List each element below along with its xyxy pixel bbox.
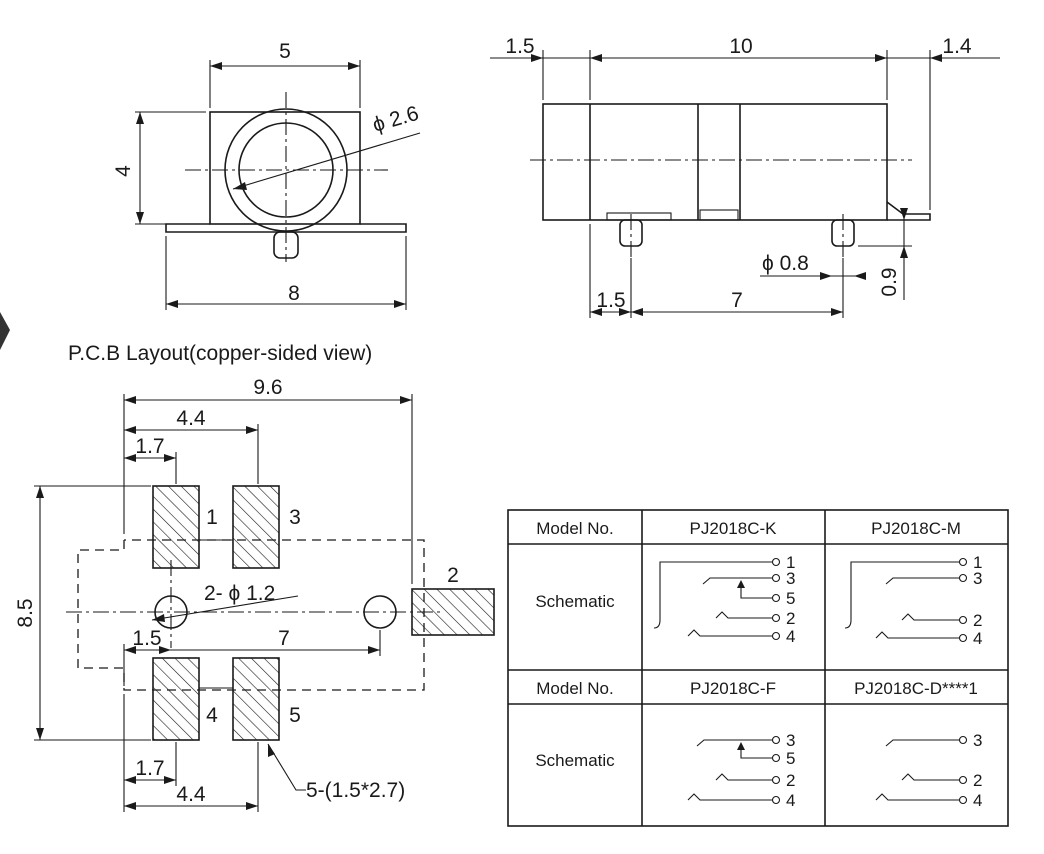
schematic-f: 3 5 2 4 xyxy=(687,731,795,810)
schematic-f-pin-2: 2 xyxy=(786,771,795,790)
table-model-f: PJ2018C-F xyxy=(690,679,776,698)
pcb-top-offset-dim: 1.7 xyxy=(135,435,164,458)
pcb-title: P.C.B Layout(copper-sided view) xyxy=(68,342,372,365)
side-pin-height-dim: 0.9 xyxy=(878,267,901,296)
pcb-bottom-span-dim: 4.4 xyxy=(176,783,206,806)
pad-label-1: 1 xyxy=(206,506,218,529)
side-pin-offset-dim: 1.5 xyxy=(596,289,625,312)
schematic-f-pin-4: 4 xyxy=(786,791,795,810)
front-height-dim: 4 xyxy=(112,165,135,177)
pcb-top-span-dim: 4.4 xyxy=(176,407,206,430)
table-model-d: PJ2018C-D****1 xyxy=(854,679,978,698)
schematic-m-pin-3: 3 xyxy=(973,569,982,588)
side-pin-diameter-dim: ϕ 0.8 xyxy=(762,252,809,275)
table-header-schematic-1: Schematic xyxy=(535,592,615,611)
pad-label-4: 4 xyxy=(206,704,218,727)
schematic-d-pin-4: 4 xyxy=(973,791,982,810)
pcb-bottom-offset-dim: 1.7 xyxy=(135,757,164,780)
pcb-holes-dim: 2- ϕ 1.2 xyxy=(204,582,275,605)
model-table: Model No. PJ2018C-K PJ2018C-M Schematic … xyxy=(507,509,1009,827)
schematic-d-pin-3: 3 xyxy=(973,731,982,750)
schematic-f-pin-5: 5 xyxy=(786,749,795,768)
front-width-dim: 5 xyxy=(279,40,291,63)
side-left-dim: 1.5 xyxy=(505,35,534,58)
schematic-m-pin-1: 1 xyxy=(973,553,982,572)
schematic-f-pin-3: 3 xyxy=(786,731,795,750)
schematic-m-pin-4: 4 xyxy=(973,629,982,648)
table-model-m: PJ2018C-M xyxy=(871,519,961,538)
side-right-dim: 1.4 xyxy=(942,35,972,58)
pcb-width-dim: 9.6 xyxy=(253,376,282,399)
pcb-layout: P.C.B Layout(copper-sided view) 1 3 2 4 … xyxy=(14,342,495,812)
schematic-d: 3 2 4 xyxy=(875,731,982,810)
pcb-hole-spacing-dim: 7 xyxy=(278,627,290,650)
pcb-pad-note: 5-(1.5*2.7) xyxy=(306,779,405,802)
schematic-k-pin-4: 4 xyxy=(786,627,795,646)
schematic-m-pin-2: 2 xyxy=(973,611,982,630)
schematic-m: 1 3 2 4 xyxy=(844,553,982,648)
front-diameter-dim: ϕ 2.6 xyxy=(370,102,421,137)
pad-label-3: 3 xyxy=(289,506,301,529)
pcb-hole-offset-dim: 1.5 xyxy=(132,627,161,650)
schematic-k-pin-5: 5 xyxy=(786,589,795,608)
pad-label-5: 5 xyxy=(289,704,301,727)
schematic-d-pin-2: 2 xyxy=(973,771,982,790)
side-view: 1.5 10 1.4 ϕ 0.8 0.9 1.5 7 xyxy=(490,35,1000,318)
front-view: 5 4 ϕ 2.6 8 xyxy=(112,40,421,310)
schematic-k-pin-3: 3 xyxy=(786,569,795,588)
table-header-model-2: Model No. xyxy=(536,679,613,698)
table-model-k: PJ2018C-K xyxy=(690,519,778,538)
table-header-schematic-2: Schematic xyxy=(535,751,615,770)
table-header-model-1: Model No. xyxy=(536,519,613,538)
side-pin-spacing-dim: 7 xyxy=(731,289,743,312)
side-length-dim: 10 xyxy=(729,35,752,58)
schematic-k: 1 3 5 2 4 xyxy=(653,553,795,646)
pad-label-2: 2 xyxy=(447,564,459,587)
schematic-k-pin-2: 2 xyxy=(786,609,795,628)
schematic-k-pin-1: 1 xyxy=(786,553,795,572)
pcb-height-dim: 8.5 xyxy=(14,598,37,627)
front-base-dim: 8 xyxy=(288,282,300,305)
edge-marker xyxy=(0,312,10,350)
